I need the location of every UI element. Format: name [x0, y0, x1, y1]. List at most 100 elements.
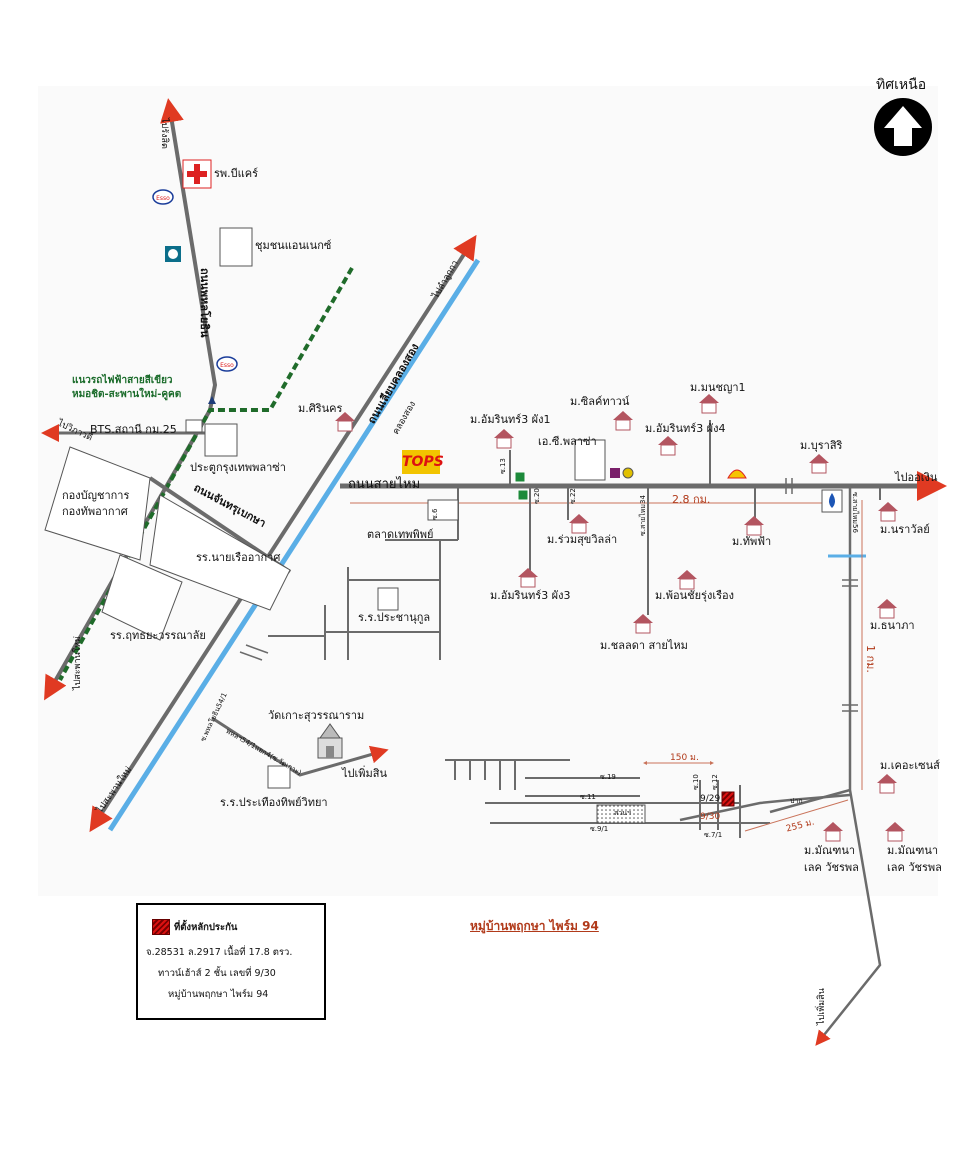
- building-school2: [377, 587, 399, 611]
- label-green-line-2: หมอชิต-สะพานใหม่-คูคต: [72, 389, 182, 400]
- label-soi-34: ซ.สายไหม34: [639, 495, 647, 536]
- label-bts: BTS.สถานี กม.25: [90, 423, 177, 436]
- soi-wat-road[interactable]: [211, 716, 389, 777]
- house-icon: [613, 411, 633, 431]
- label-pornchai: ม.พ้อนชัยรุ่งเรือง: [655, 589, 734, 602]
- shell-icon: [727, 469, 747, 479]
- label-soi-11: ซ.11: [580, 793, 596, 801]
- label-lot-929: 9/29: [700, 794, 721, 804]
- label-soi-12: ซ.12: [711, 774, 719, 790]
- canal-road[interactable]: [89, 234, 477, 833]
- label-thap-fa: ม.ทัพฟ้า: [732, 535, 772, 548]
- house-icon: [809, 454, 829, 474]
- label-school-1: รร.ฤทธยะวรรณาลัย: [110, 629, 206, 642]
- house-icon: [885, 822, 905, 842]
- soi-56-road[interactable]: [815, 486, 882, 1046]
- house-icon: [569, 514, 589, 534]
- house-icon: [633, 614, 653, 634]
- house-icon: [878, 502, 898, 522]
- north-arrow-icon: [874, 98, 932, 156]
- label-to-phum-sin-2: ไปเพิ่มสิน: [817, 988, 827, 1025]
- label-manthana-2b: เลค วัชรพล: [887, 861, 942, 874]
- label-one-km: 1 กม.: [864, 645, 877, 673]
- label-green-line-1: แนวรถไฟฟ้าสายสีเขียว: [72, 375, 173, 386]
- label-kate: ม.เคอะเซนส์: [880, 759, 940, 772]
- ptt-icon: [829, 493, 835, 508]
- label-market: ตลาดเทพพิพย์: [367, 528, 434, 541]
- house-icon: [677, 570, 697, 590]
- label-silk-town: ม.ซิลค์ทาวน์: [570, 395, 630, 408]
- property-marker: [721, 791, 735, 807]
- park-block: [596, 804, 646, 824]
- esso-icon-1: [152, 189, 174, 205]
- house-icon: [877, 774, 897, 794]
- label-soi-20: ซ.20: [533, 488, 541, 504]
- property-swatch: [152, 919, 170, 935]
- legend-title: ที่ตั้งหลักประกัน: [174, 922, 238, 933]
- label-d150: 150 ม.: [670, 753, 699, 763]
- label-narawan: ม.นราวัลย์: [880, 523, 930, 536]
- label-amarin1: ม.อัมรินทร์3 ผัง1: [470, 413, 551, 426]
- label-af-hq-2: กองทัพอากาศ: [62, 505, 128, 518]
- label-community: ชุมชนแอนเนกซ์: [255, 239, 332, 252]
- label-amarin4: ม.อัมรินทร์3 ผัง4: [645, 422, 726, 435]
- bts-icon: [185, 419, 203, 433]
- label-air-academy: รร.นายเรืออากาศ: [196, 551, 281, 564]
- distance-255: [744, 799, 849, 832]
- building-cp: [574, 439, 606, 481]
- label-to-ao-ngoen: ไปออเงิน: [895, 471, 938, 484]
- label-af-hq-1: กองบัญชาการ: [62, 489, 130, 502]
- label-soi-19: ซ.19: [600, 773, 616, 781]
- label-manthana-2a: ม.มัณฑนา: [887, 844, 939, 857]
- building-school3: [267, 765, 291, 789]
- legend-line3: หมู่บ้านพฤกษา ไพร์ม 94: [168, 989, 269, 1000]
- block-school: [101, 554, 183, 641]
- label-soi-7-1: ซ.7/1: [704, 831, 723, 839]
- label-soi-22: ซ.22: [569, 488, 577, 504]
- label-burasiri: ม.บุราสิริ: [800, 439, 843, 452]
- label-thanapa: ม.ธนาภา: [870, 619, 915, 632]
- house-icon: [823, 822, 843, 842]
- seven-eleven-icon-2: [517, 489, 529, 501]
- label-distance-28: 2.8 กม.: [672, 493, 711, 506]
- temple-icon: [317, 723, 343, 759]
- label-prachanukool: ร.ร.ประชานุกูล: [358, 611, 431, 624]
- label-ruam-suk: ม.ร่วมสุขวิลล่า: [547, 533, 618, 546]
- building-market: [427, 499, 459, 521]
- building-bkk-plaza: [204, 423, 238, 457]
- label-to-rangsit: ไปรังสิต: [159, 118, 169, 149]
- label-chonlada: ม.ชลลดา สายไหม: [600, 639, 688, 652]
- label-hospital: รพ.บีแคร์: [214, 167, 258, 180]
- legend-line1: จ.28531 ล.2917 เนื้อที่ 17.8 ตรว.: [146, 947, 293, 958]
- label-sirinakorn: ม.ศิรินคร: [298, 402, 343, 415]
- building-annex: [219, 227, 253, 267]
- house-icon: [494, 429, 514, 449]
- label-soi-6: ซ.6: [431, 508, 439, 520]
- block-af-hq: [44, 446, 151, 561]
- svg-text:Esso: Esso: [220, 362, 234, 369]
- label-lot-930: 9/30: [700, 812, 721, 822]
- seven-eleven-icon: [514, 471, 526, 483]
- esso-icon-2: [216, 356, 238, 372]
- house-icon: [658, 436, 678, 456]
- label-manthana-1a: ม.มัณฑนา: [804, 844, 856, 857]
- shop-icon-1: [610, 468, 620, 478]
- label-soi-10: ซ.10: [692, 774, 700, 790]
- tops-logo: TOPS: [402, 450, 444, 474]
- village-exit-road: [769, 788, 851, 814]
- house-icon: [699, 394, 719, 414]
- label-to-phum-sin: ไปเพิ่มสิน: [342, 767, 388, 780]
- label-pak: ปาก: [790, 797, 803, 805]
- legend-box: ที่ตั้งหลักประกัน จ.28531 ล.2917 เนื้อที…: [136, 903, 326, 1020]
- label-soi-9-1: ซ.9/1: [590, 825, 609, 833]
- label-sai-mai-road: ถนนสายไหม: [348, 477, 421, 492]
- block-air-academy: [149, 494, 291, 611]
- village-title: หมู่บ้านพฤกษา ไพร์ม 94: [470, 919, 599, 933]
- label-park: สวนฯ: [614, 809, 631, 817]
- legend-line2: ทาวน์เฮ้าส์ 2 ชั้น เลขที่ 9/30: [158, 968, 276, 979]
- shop-icon-2: [622, 467, 634, 479]
- svg-text:Esso: Esso: [156, 195, 170, 202]
- label-soi-13: ซ.13: [499, 458, 507, 474]
- house-icon: [335, 412, 355, 432]
